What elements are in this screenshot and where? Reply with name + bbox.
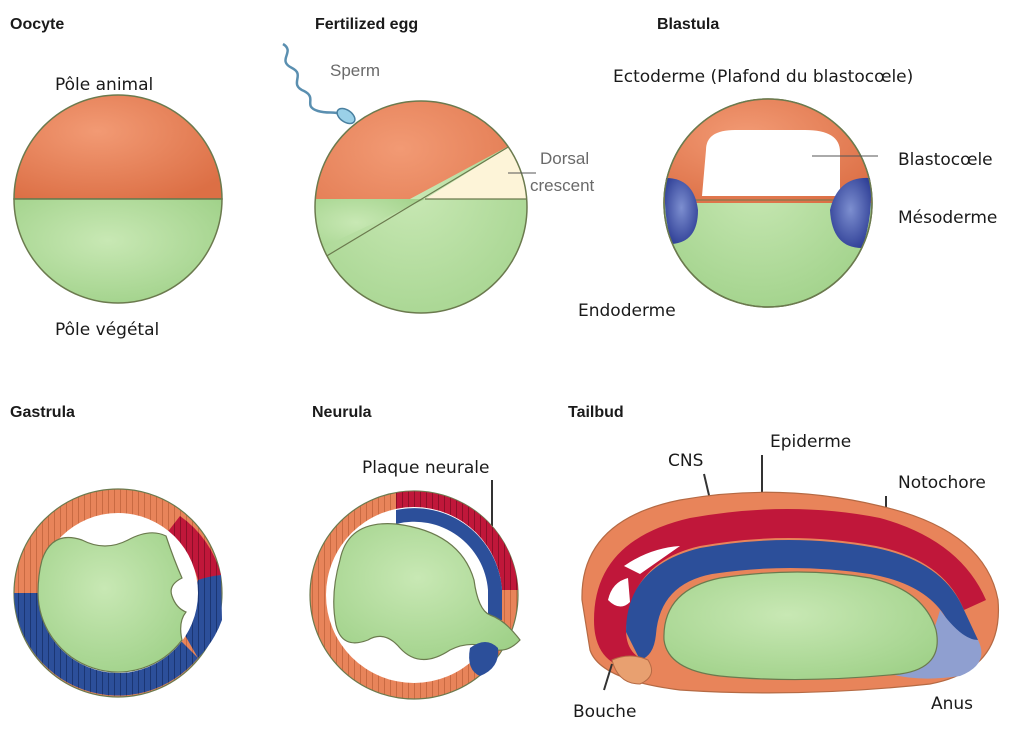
fertilized-egg-panel: Fertilized egg Sperm Dorsal crescent bbox=[283, 16, 595, 340]
sperm-label: Sperm bbox=[330, 61, 380, 80]
gastrula-panel: Gastrula bbox=[10, 404, 222, 697]
neurula-ventral-mesoderm bbox=[469, 642, 498, 676]
oocyte-panel: Oocyte Pôle animal Pôle végétal bbox=[10, 16, 222, 340]
neurula-title: Neurula bbox=[312, 404, 372, 421]
blastula-panel: Blastula Ectoderme (Plafond du blastocœl… bbox=[578, 16, 997, 321]
gastrula-title: Gastrula bbox=[10, 404, 75, 421]
fertilized-egg-title: Fertilized egg bbox=[315, 16, 418, 33]
mouth-label: Bouche bbox=[573, 702, 636, 722]
oocyte-vegetal-hemisphere bbox=[14, 199, 222, 303]
neurula-panel: Neurula Plaque neurale bbox=[310, 404, 520, 699]
ectoderm-label: Ectoderme (Plafond du blastocœle) bbox=[613, 67, 913, 87]
anus-label: Anus bbox=[931, 694, 973, 714]
oocyte-title: Oocyte bbox=[10, 16, 64, 33]
sperm-head bbox=[334, 105, 357, 126]
endoderm-label: Endoderme bbox=[578, 301, 676, 321]
mesoderm-label: Mésoderme bbox=[898, 208, 997, 228]
neural-plate-label: Plaque neurale bbox=[362, 458, 489, 478]
oocyte-animal-hemisphere bbox=[14, 95, 222, 199]
tailbud-mouth bbox=[612, 656, 652, 684]
cns-label: CNS bbox=[668, 451, 703, 471]
animal-pole-label: Pôle animal bbox=[55, 75, 153, 95]
fertilized-egg-body bbox=[300, 90, 550, 340]
blastocoel-label: Blastocœle bbox=[898, 150, 993, 170]
notochord-label: Notochore bbox=[898, 473, 986, 493]
tailbud-endoderm bbox=[664, 572, 937, 680]
tailbud-panel: Tailbud CNS Epiderme Notochore Bouche An… bbox=[568, 404, 998, 722]
tailbud-title: Tailbud bbox=[568, 404, 624, 421]
dorsal-crescent-label-line2: crescent bbox=[530, 176, 595, 195]
epidermis-label: Epiderme bbox=[770, 432, 851, 452]
dorsal-crescent-label-line1: Dorsal bbox=[540, 149, 589, 168]
vegetal-pole-label: Pôle végétal bbox=[55, 320, 159, 340]
blastula-title: Blastula bbox=[657, 16, 719, 33]
blastocoel-cavity bbox=[702, 130, 840, 196]
